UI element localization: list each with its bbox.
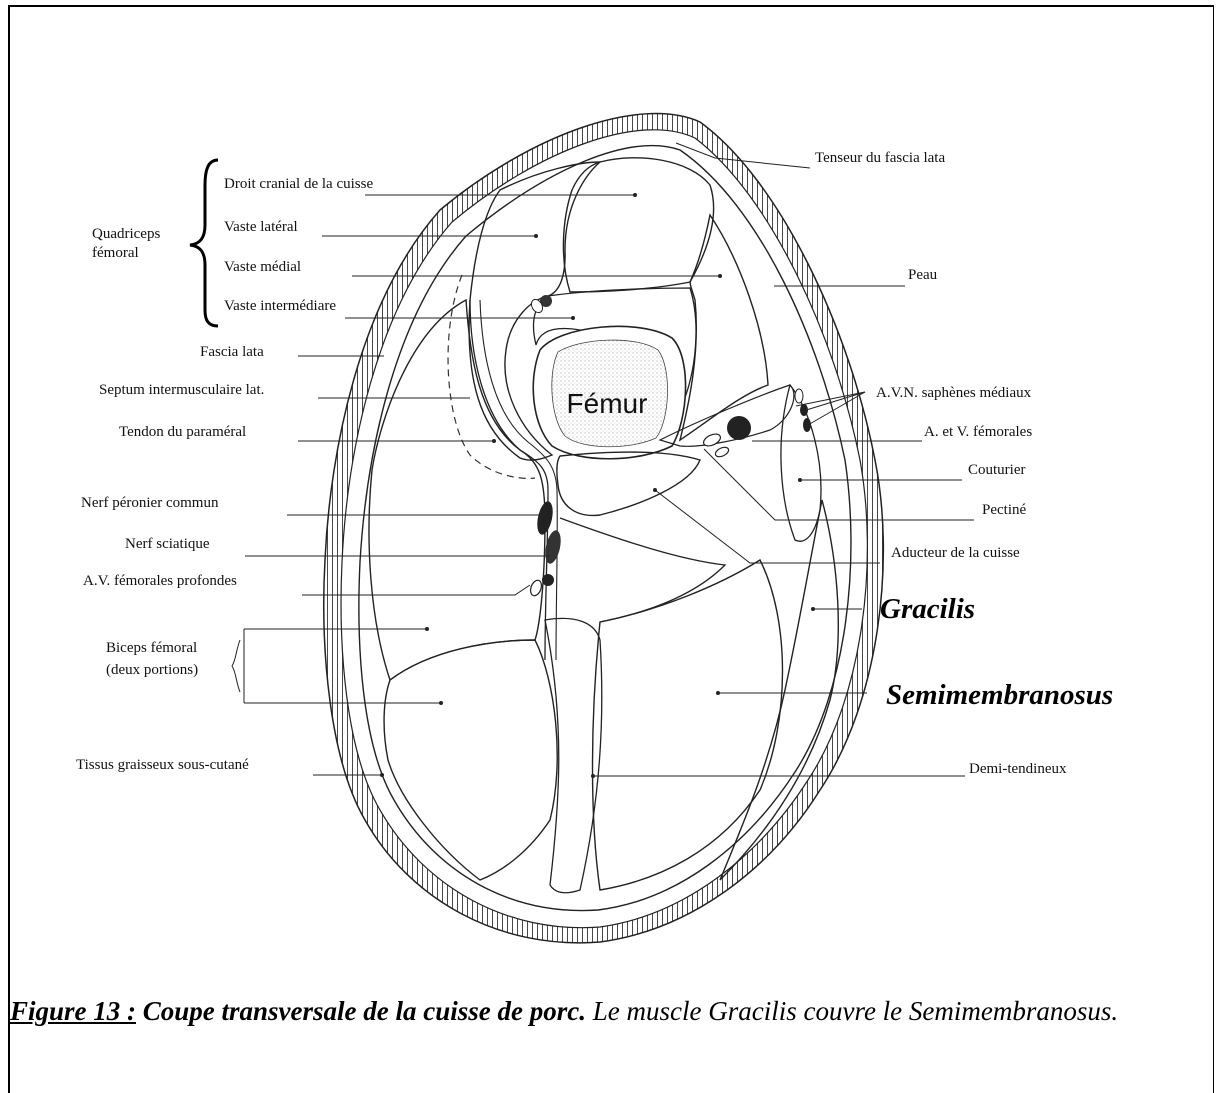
label-quadriceps-line1: Quadriceps [92, 226, 160, 242]
label-peau: Peau [908, 267, 938, 283]
label-droit-cranial: Droit cranial de la cuisse [224, 176, 373, 192]
label-vaste-lateral: Vaste latéral [224, 219, 298, 235]
saphenes-vessel-3 [803, 418, 811, 432]
label-vaste-intermediaire: Vaste intermédiare [224, 298, 336, 314]
label-biceps-line1: Biceps fémoral [106, 640, 197, 656]
label-fascia-lata: Fascia lata [200, 344, 264, 360]
label-demi-tendineux: Demi-tendineux [969, 761, 1067, 777]
saphenes-vessel-1 [795, 389, 803, 403]
label-quadriceps-line2: fémoral [92, 245, 139, 261]
a-et-v-femorales-artery [727, 416, 751, 440]
biceps-brace [232, 640, 240, 692]
femur-label: Fémur [567, 388, 648, 419]
label-septum: Septum intermusculaire lat. [99, 382, 264, 398]
figure-caption: Figure 13 : Coupe transversale de la cui… [10, 993, 1210, 1030]
label-nerf-sciatique: Nerf sciatique [125, 536, 210, 552]
label-av-femorales: A. et V. fémorales [924, 424, 1032, 440]
label-tenseur: Tenseur du fascia lata [815, 150, 945, 166]
label-pectine: Pectiné [982, 502, 1026, 518]
av-femorales-profondes-artery [542, 574, 554, 586]
label-aducteur: Aducteur de la cuisse [891, 545, 1020, 561]
caption-title: Coupe transversale de la cuisse de porc. [143, 996, 586, 1026]
label-avn-saphenes: A.V.N. saphènes médiaux [876, 385, 1032, 401]
label-semimembranosus: Semimembranosus [886, 679, 1113, 711]
label-couturier: Couturier [968, 462, 1026, 478]
label-tendon: Tendon du paraméral [119, 424, 246, 440]
quadriceps-brace [190, 160, 218, 326]
label-biceps-line2: (deux portions) [106, 662, 198, 678]
label-tissus-graisseux: Tissus graisseux sous-cutané [76, 757, 249, 773]
label-nerf-peronier: Nerf péronier commun [81, 495, 219, 511]
caption-figure-number: Figure 13 : [10, 996, 136, 1026]
label-vaste-medial: Vaste médial [224, 259, 301, 275]
caption-text: Le muscle Gracilis couvre le Semimembran… [593, 996, 1118, 1026]
thigh-cross-section-diagram: Fémur [0, 0, 1216, 950]
label-av-profondes: A.V. fémorales profondes [83, 573, 237, 589]
label-gracilis: Gracilis [880, 593, 975, 625]
